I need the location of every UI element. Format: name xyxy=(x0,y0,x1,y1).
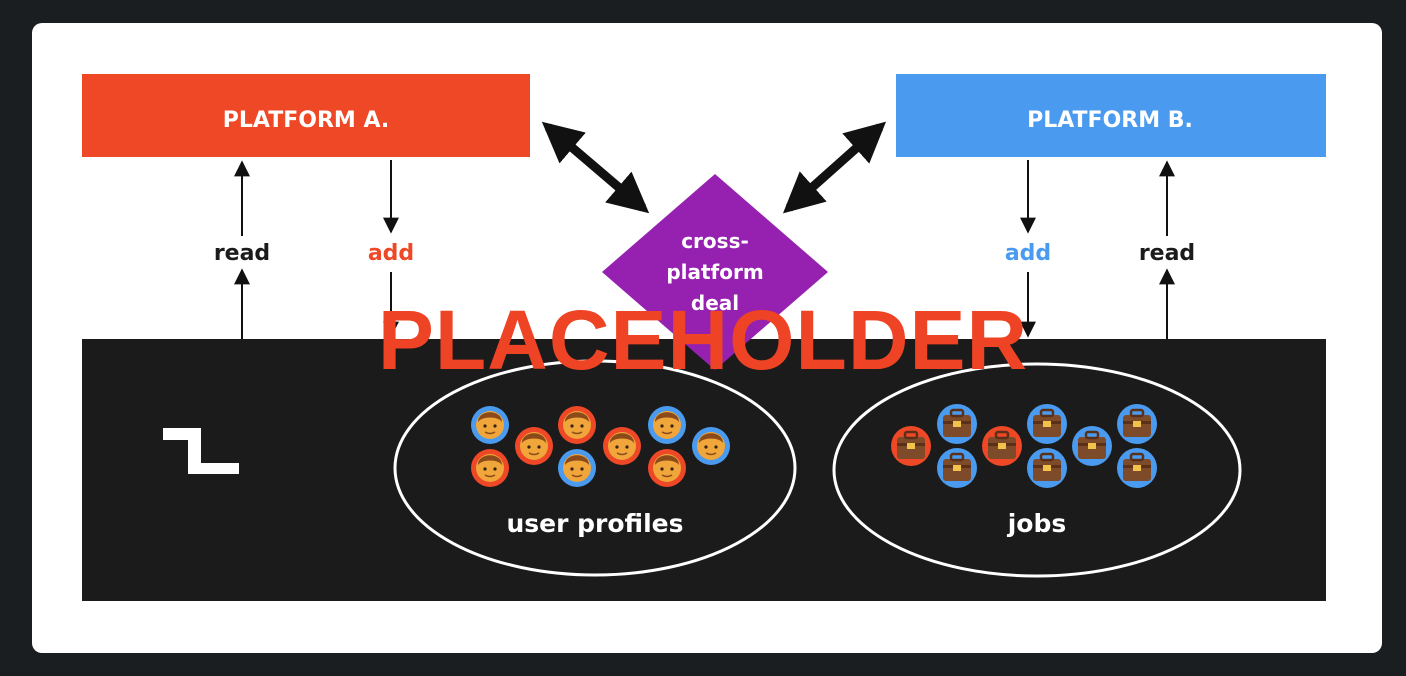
jobs-ellipse xyxy=(832,362,1242,578)
add-label-b: add xyxy=(1005,241,1051,266)
user-profiles-label: user profiles xyxy=(506,509,683,538)
platform-b-box xyxy=(896,74,1326,157)
placeholder-watermark: PLACEHOLDER xyxy=(377,293,1029,387)
jobs-icons xyxy=(891,404,1157,488)
add-label-a: add xyxy=(368,241,414,266)
platform-a-box xyxy=(82,74,530,157)
deal-line-1: cross- xyxy=(681,229,749,253)
deal-arrow-b xyxy=(782,121,887,214)
user-profiles-ellipse xyxy=(393,359,797,577)
user-profiles-icons xyxy=(471,406,730,487)
read-label-a: read xyxy=(214,241,270,266)
jobs-label: jobs xyxy=(1007,509,1067,538)
platform-b-title: PLATFORM B. xyxy=(1027,108,1193,133)
deal-arrow-a xyxy=(541,121,650,214)
platform-a-title: PLATFORM A. xyxy=(223,108,389,133)
read-label-b: read xyxy=(1139,241,1195,266)
cross-platform-deal-diamond xyxy=(602,174,828,370)
deal-line-3: deal xyxy=(691,291,739,315)
deal-line-2: platform xyxy=(666,260,763,284)
logo-icon xyxy=(163,428,239,474)
